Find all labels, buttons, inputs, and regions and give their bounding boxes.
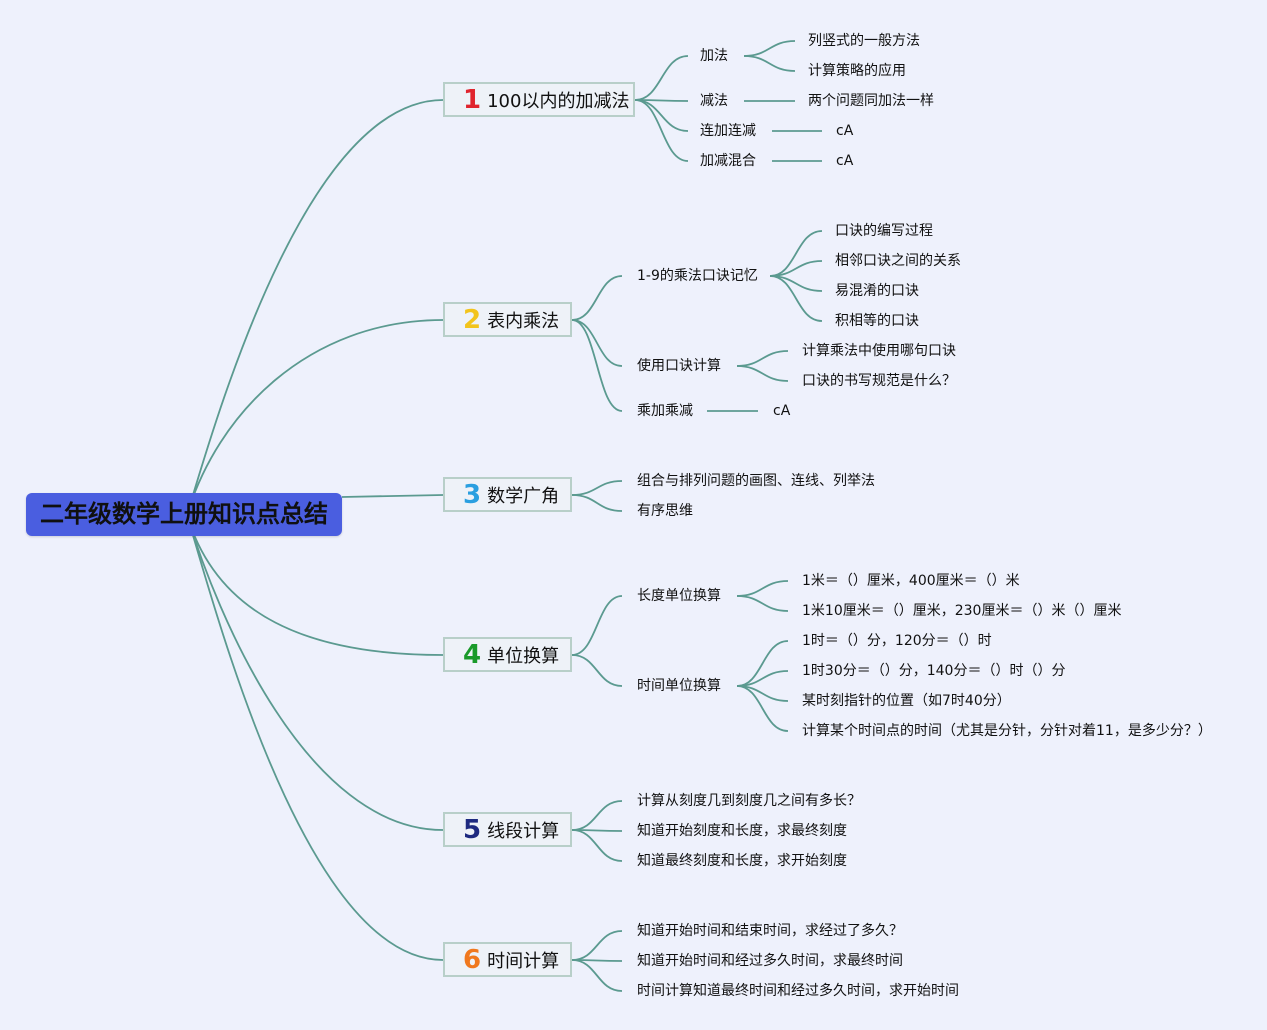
sub-connector (769, 275, 823, 322)
leaf-label[interactable]: 口诀的编写过程 (835, 223, 933, 239)
leaf-label[interactable]: 计算策略的应用 (808, 63, 906, 79)
topic-label[interactable]: 减法 (700, 93, 728, 109)
topic-label[interactable]: 使用口诀计算 (637, 358, 721, 374)
branch-label: 线段计算 (487, 820, 560, 842)
root-connector (341, 494, 444, 498)
branch-connector (571, 595, 623, 656)
branch-3[interactable]: 3 数学广角 (443, 477, 572, 512)
leaf-label[interactable]: 计算乘法中使用哪句口诀 (802, 343, 956, 359)
leaf-label[interactable]: 知道开始时间和结束时间，求经过了多久？ (637, 923, 903, 939)
leaf-label[interactable]: 有序思维 (637, 503, 693, 519)
root-topic[interactable]: 二年级数学上册知识点总结 (26, 493, 342, 536)
leaf-label[interactable]: 1米10厘米＝（）厘米，230厘米＝（）米（）厘米 (802, 603, 1122, 619)
number-6-icon: 6 (463, 944, 482, 975)
leaf-label[interactable]: 计算从刻度几到刻度几之间有多长？ (637, 793, 861, 809)
branch-connector (634, 55, 689, 101)
branch-connector (634, 99, 689, 162)
topic-label[interactable]: 连加连减 (700, 123, 756, 139)
leaf-label[interactable]: cA (773, 403, 791, 419)
branch-connector (571, 829, 623, 862)
leaf-label[interactable]: 组合与排列问题的画图、连线、列举法 (637, 473, 875, 489)
branch-label: 表内乘法 (487, 310, 560, 332)
branch-4[interactable]: 4 单位换算 (443, 637, 572, 672)
leaf-label[interactable]: 相邻口诀之间的关系 (835, 253, 961, 269)
leaf-label[interactable]: 知道最终刻度和长度，求开始刻度 (637, 853, 847, 869)
leaf-label[interactable]: 易混淆的口诀 (835, 283, 919, 299)
number-3-icon: 3 (463, 479, 482, 510)
branch-2[interactable]: 2 表内乘法 (443, 302, 572, 337)
leaf-label[interactable]: 口诀的书写规范是什么？ (802, 373, 956, 389)
branch-connector (571, 800, 623, 831)
sub-connector (736, 595, 789, 612)
topic-label[interactable]: 加减混合 (700, 153, 756, 169)
topic-label[interactable]: 长度单位换算 (637, 588, 721, 604)
leaf-label[interactable]: 列竖式的一般方法 (808, 33, 920, 49)
root-connector (186, 319, 444, 516)
branch-label: 时间计算 (487, 950, 560, 972)
sub-connector (736, 365, 789, 382)
topic-label[interactable]: 加法 (700, 48, 728, 64)
leaf-label[interactable]: 1时30分＝（）分，140分＝（）时（）分 (802, 663, 1066, 679)
leaf-label[interactable]: 两个问题同加法一样 (808, 93, 934, 109)
leaf-label[interactable]: 知道开始刻度和长度，求最终刻度 (637, 823, 847, 839)
sub-connector (743, 55, 796, 72)
sub-connector (736, 580, 789, 597)
branch-label: 100以内的加减法 (487, 90, 630, 112)
branch-label: 单位换算 (487, 645, 560, 667)
leaf-label[interactable]: 计算某个时间点的时间（尤其是分针，分针对着11，是多少分？） (802, 723, 1212, 739)
leaf-label[interactable]: 时间计算知道最终时间和经过多久时间，求开始时间 (637, 983, 959, 999)
sub-connector (736, 350, 789, 367)
branch-label: 数学广角 (487, 485, 560, 507)
branch-5[interactable]: 5 线段计算 (443, 812, 572, 847)
number-4-icon: 4 (463, 639, 482, 670)
branch-connector (634, 99, 689, 132)
leaf-label[interactable]: cA (836, 153, 854, 169)
root-connector (186, 514, 444, 961)
branch-connector (571, 654, 623, 687)
branch-connector (571, 494, 623, 512)
branch-connector (571, 930, 623, 961)
topic-label[interactable]: 时间单位换算 (637, 678, 721, 694)
root-connector (186, 514, 444, 831)
root-connector (186, 99, 444, 516)
number-2-icon: 2 (463, 304, 482, 335)
branch-connector (571, 480, 623, 496)
branch-connector (571, 275, 623, 321)
branch-6[interactable]: 6 时间计算 (443, 942, 572, 977)
topic-label[interactable]: 乘加乘减 (637, 403, 693, 419)
branch-connector (571, 319, 623, 412)
leaf-label[interactable]: 积相等的口诀 (835, 313, 919, 329)
leaf-label[interactable]: 1米＝（）厘米，400厘米＝（）米 (802, 573, 1020, 589)
number-5-icon: 5 (463, 814, 482, 845)
number-1-icon: 1 (463, 84, 482, 115)
topic-label[interactable]: 1-9的乘法口诀记忆 (637, 268, 758, 284)
leaf-label[interactable]: 1时＝（）分，120分＝（）时 (802, 633, 992, 649)
branch-connector (571, 959, 623, 992)
leaf-label[interactable]: cA (836, 123, 854, 139)
sub-connector (736, 685, 789, 732)
branch-connector (571, 319, 623, 367)
leaf-label[interactable]: 知道开始时间和经过多久时间，求最终时间 (637, 953, 903, 969)
root-connector (186, 514, 444, 656)
sub-connector (743, 40, 796, 57)
leaf-label[interactable]: 某时刻指针的位置（如7时40分） (802, 693, 1011, 709)
branch-1[interactable]: 1 100以内的加减法 (443, 82, 635, 117)
